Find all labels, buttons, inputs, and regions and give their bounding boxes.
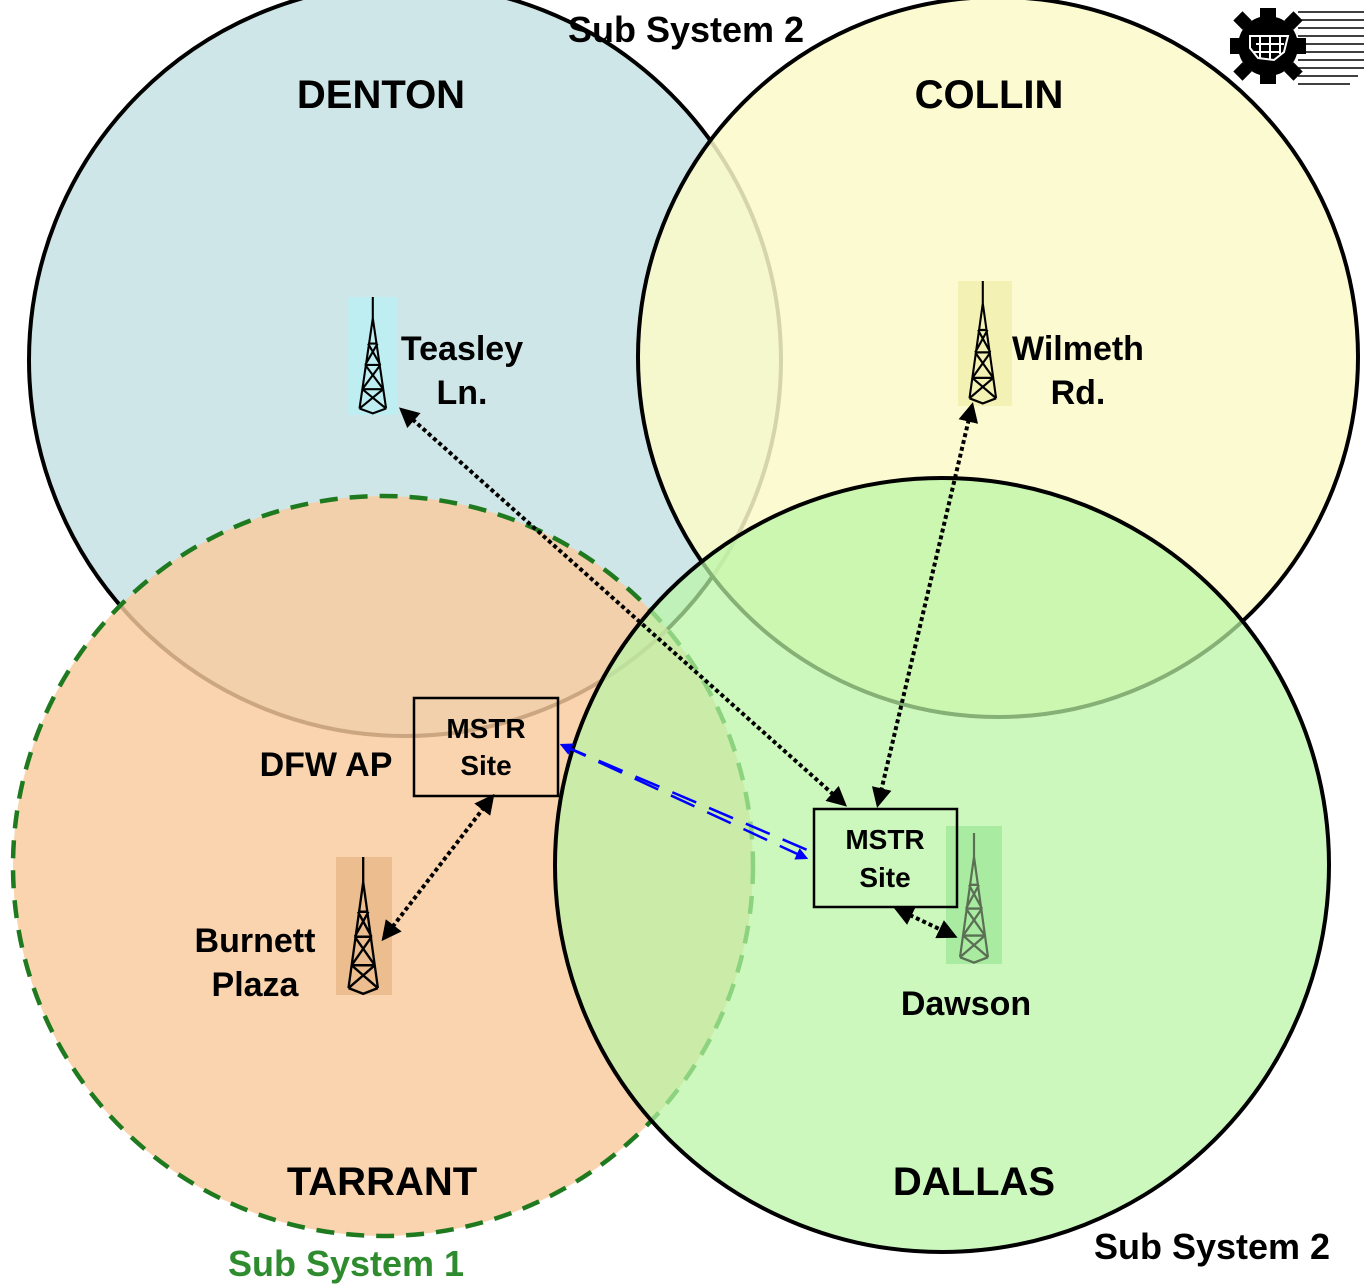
subsystem-label-top: Sub System 2 [568, 9, 804, 50]
svg-text:MSTR: MSTR [845, 824, 924, 855]
svg-text:Site: Site [859, 862, 910, 893]
wilmeth-tower-icon [958, 279, 1012, 406]
county-label-dallas: DALLAS [893, 1160, 1055, 1204]
county-label-denton: DENTON [297, 73, 465, 117]
svg-text:MSTR: MSTR [446, 713, 525, 744]
teasley-tower-icon [348, 295, 398, 415]
link-mstr-mstr [559, 743, 813, 860]
site-label-wilmeth-1: Wilmeth [1012, 330, 1144, 368]
burnett-tower-icon [336, 855, 392, 996]
site-label-burnett-1: Burnett [195, 922, 316, 960]
site-label-burnett-2: Plaza [212, 966, 300, 1004]
svg-text:Site: Site [460, 750, 511, 781]
gear-map-logo-icon [1230, 8, 1364, 85]
mstr-site-right-box: MSTR Site [812, 807, 959, 909]
link-teasley-mstr [399, 407, 847, 807]
site-label-dawson: Dawson [901, 985, 1031, 1023]
site-label-wilmeth-2: Rd. [1051, 374, 1106, 412]
subsystem-label-bottom-left: Sub System 1 [228, 1243, 464, 1284]
county-label-tarrant: TARRANT [287, 1160, 477, 1204]
dawson-tower-icon [946, 826, 1002, 964]
link-burnett-mstr [381, 793, 495, 942]
site-label-teasley-1: Teasley [401, 330, 523, 368]
mstr-site-left-box: MSTR Site [412, 696, 560, 798]
link-wilmeth-mstr [871, 402, 979, 808]
county-label-collin: COLLIN [915, 73, 1064, 117]
site-label-dfw: DFW AP [260, 746, 393, 784]
subsystem-label-bottom-right: Sub System 2 [1094, 1226, 1330, 1267]
site-label-teasley-2: Ln. [437, 374, 488, 412]
dallas-circle [553, 476, 1331, 1254]
link-dawson-mstr [893, 906, 958, 939]
